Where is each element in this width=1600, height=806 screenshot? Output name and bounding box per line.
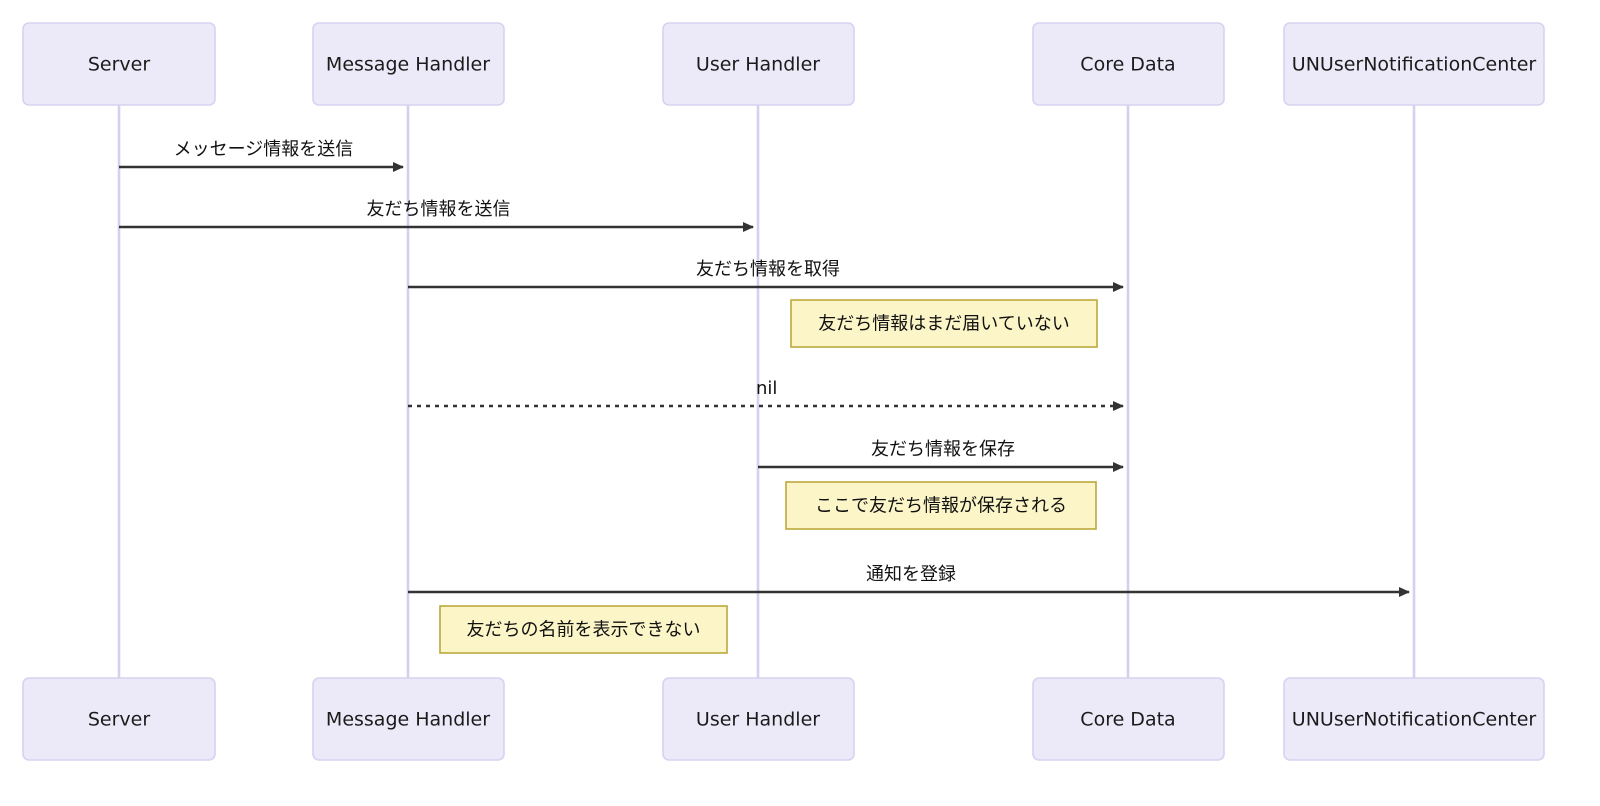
message-m5: 友だち情報を保存 — [758, 439, 1124, 472]
participant-label: UNUserNotificationCenter — [1292, 709, 1537, 731]
participant-label: Core Data — [1080, 709, 1175, 731]
note-box — [785, 481, 1097, 530]
participant-box[interactable] — [312, 22, 505, 106]
participant-label: Server — [88, 54, 150, 76]
message-label: 友だち情報を保存 — [871, 439, 1015, 460]
participant-message-bottom[interactable]: Message Handler — [312, 677, 505, 761]
note-n3: 友だちの名前を表示できない — [439, 605, 728, 654]
participant-box[interactable] — [22, 22, 216, 106]
participant-box[interactable] — [1283, 677, 1545, 761]
message-m2: 友だち情報を送信 — [119, 199, 754, 232]
message-label: 友だち情報を取得 — [696, 259, 840, 280]
message-label: nil — [756, 378, 777, 399]
participant-label: Server — [88, 709, 150, 731]
lifelines-group — [117, 105, 1416, 678]
message-label: 通知を登録 — [866, 564, 956, 585]
message-label: 友だち情報を送信 — [367, 199, 511, 220]
note-label: 友だち情報はまだ届いていない — [818, 314, 1069, 335]
participant-box[interactable] — [312, 677, 505, 761]
note-n1: 友だち情報はまだ届いていない — [790, 299, 1098, 348]
participant-notif-top[interactable]: UNUserNotificationCenter — [1283, 22, 1545, 106]
message-m4: nil — [408, 378, 1124, 411]
participant-box[interactable] — [662, 677, 855, 761]
note-n2: ここで友だち情報が保存される — [785, 481, 1097, 530]
participant-core-top[interactable]: Core Data — [1032, 22, 1225, 106]
participant-box[interactable] — [662, 22, 855, 106]
message-m6: 通知を登録 — [408, 564, 1410, 597]
participant-box[interactable] — [22, 677, 216, 761]
participant-label: Message Handler — [326, 54, 490, 76]
participant-label: UNUserNotificationCenter — [1292, 54, 1537, 76]
participant-box[interactable] — [1032, 22, 1225, 106]
participant-user-bottom[interactable]: User Handler — [662, 677, 855, 761]
participant-server-bottom[interactable]: Server — [22, 677, 216, 761]
note-label: 友だちの名前を表示できない — [467, 620, 701, 641]
note-label: ここで友だち情報が保存される — [815, 496, 1067, 517]
participant-box[interactable] — [1032, 677, 1225, 761]
participant-label: Core Data — [1080, 54, 1175, 76]
message-m3: 友だち情報を取得 — [408, 259, 1124, 292]
participant-notif-bottom[interactable]: UNUserNotificationCenter — [1283, 677, 1545, 761]
participant-label: User Handler — [696, 54, 820, 76]
participant-box[interactable] — [1283, 22, 1545, 106]
notes-group: 友だち情報はまだ届いていないここで友だち情報が保存される友だちの名前を表示できな… — [439, 299, 1098, 654]
message-m1: メッセージ情報を送信 — [119, 139, 404, 172]
participant-label: User Handler — [696, 709, 820, 731]
participant-user-top[interactable]: User Handler — [662, 22, 855, 106]
participant-server-top[interactable]: Server — [22, 22, 216, 106]
participant-label: Message Handler — [326, 709, 490, 731]
note-box — [439, 605, 728, 654]
message-label: メッセージ情報を送信 — [174, 139, 354, 160]
note-box — [790, 299, 1098, 348]
participant-message-top[interactable]: Message Handler — [312, 22, 505, 106]
participant-core-bottom[interactable]: Core Data — [1032, 677, 1225, 761]
